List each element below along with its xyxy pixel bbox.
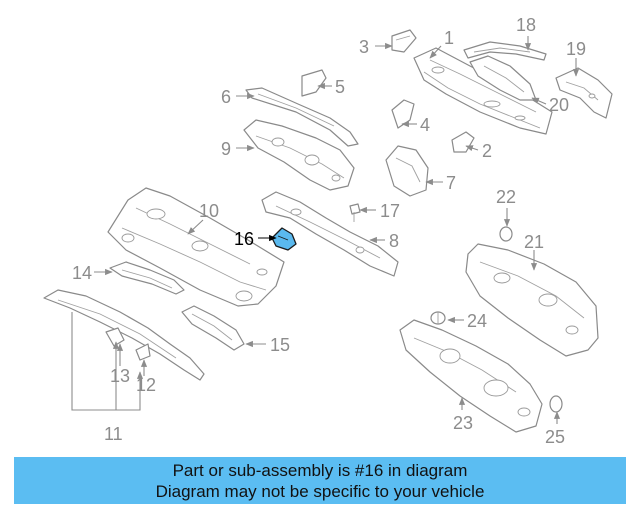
part-13-clip — [105, 327, 125, 347]
part-14-brace — [109, 261, 185, 295]
part-15-brace — [181, 305, 245, 351]
leader-lines — [71, 36, 580, 424]
part-23-insulator — [399, 319, 543, 433]
part-11-side-sill-assembly — [43, 289, 205, 381]
callout-14: 14 — [72, 263, 92, 283]
callout-9: 9 — [221, 139, 231, 159]
callout-3: 3 — [359, 37, 369, 57]
callout-numbers: 1 2 3 4 5 6 7 8 9 10 11 12 13 14 15 16 1… — [72, 15, 586, 447]
callout-18: 18 — [516, 15, 536, 35]
banner-line-part-number: Part or sub-assembly is #16 in diagram — [172, 460, 468, 480]
part-6-reinforcement-strip — [245, 87, 359, 147]
part-21-insulator — [465, 243, 599, 357]
part-1-cowl-top-panel — [413, 47, 553, 135]
callout-24: 24 — [467, 311, 487, 331]
callout-11: 11 — [104, 424, 123, 444]
part-10-dash-lower-panel — [107, 187, 285, 307]
info-banner: Part or sub-assembly is #16 in diagram D… — [14, 457, 626, 504]
banner-line-disclaimer: Diagram may not be specific to your vehi… — [155, 481, 485, 501]
part-17-bolt — [349, 203, 361, 222]
part-24-clip — [430, 311, 446, 325]
part-2-plate — [451, 131, 475, 153]
callout-20: 20 — [549, 95, 569, 115]
part-25-grommet — [549, 395, 563, 413]
callout-16: 16 — [234, 229, 254, 249]
callout-17: 17 — [380, 201, 400, 221]
part-19-cowl-side-piece — [555, 67, 613, 119]
callout-2: 2 — [482, 141, 492, 161]
callout-10: 10 — [199, 201, 219, 221]
part-3-bracket — [391, 29, 417, 53]
callout-13: 13 — [110, 366, 130, 386]
part-7-side-bracket — [385, 145, 429, 197]
callout-25: 25 — [545, 427, 565, 447]
part-18-cowl-seal — [463, 41, 547, 61]
callout-4: 4 — [420, 115, 430, 135]
callout-5: 5 — [335, 77, 345, 97]
part-22-grommet — [499, 226, 513, 242]
part-16-highlighted-bracket — [271, 227, 297, 251]
callout-15: 15 — [270, 335, 290, 355]
callout-23: 23 — [453, 413, 473, 433]
part-9-dash-panel-upper — [243, 119, 355, 191]
callout-19: 19 — [566, 39, 586, 59]
part-8-crossmember — [261, 191, 399, 277]
callout-1: 1 — [444, 28, 454, 48]
part-12-clip — [135, 343, 151, 361]
callout-21: 21 — [524, 232, 544, 252]
callout-6: 6 — [221, 87, 231, 107]
part-5-bracket — [301, 69, 327, 97]
callout-12: 12 — [136, 375, 156, 395]
callout-22: 22 — [496, 187, 516, 207]
callout-7: 7 — [446, 173, 456, 193]
callout-8: 8 — [389, 231, 399, 251]
